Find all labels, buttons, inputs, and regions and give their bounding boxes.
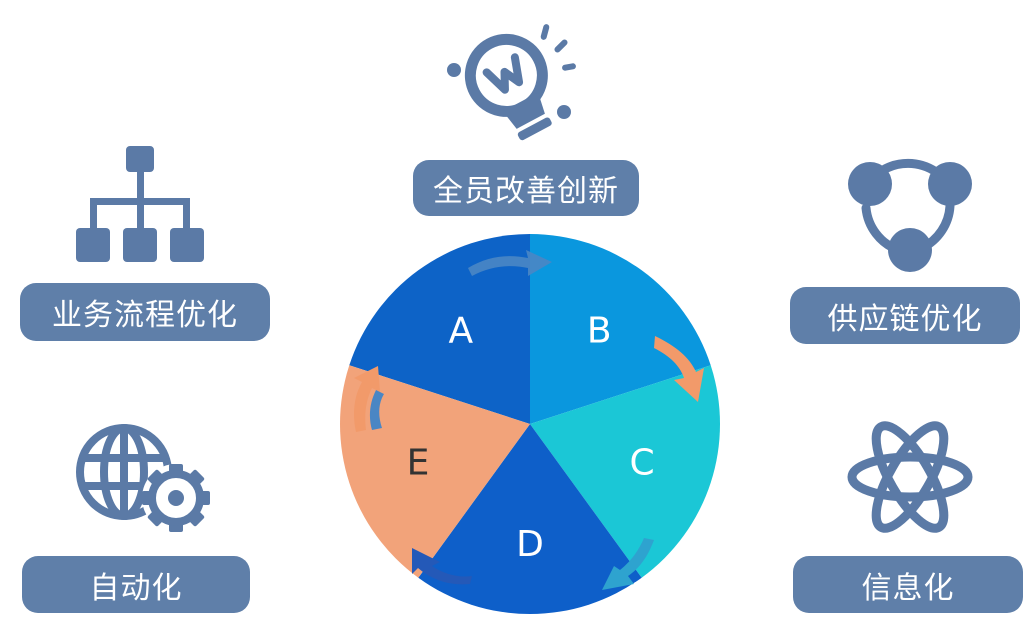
cycle-arrow bbox=[354, 366, 380, 432]
cycle-arrow bbox=[412, 548, 472, 585]
right-top-label: 供应链优化 bbox=[790, 287, 1020, 344]
wheel-letters: A B C D E bbox=[407, 311, 655, 565]
wheel-segment-b bbox=[530, 234, 711, 424]
wheel-arrows bbox=[354, 250, 704, 590]
left-top-label: 业务流程优化 bbox=[20, 283, 270, 341]
cycle-arrow bbox=[602, 538, 654, 590]
right-bottom-label: 信息化 bbox=[793, 556, 1023, 613]
top-label: 全员改善创新 bbox=[413, 160, 639, 216]
cycle-arrow bbox=[468, 250, 552, 276]
wheel-segment-a bbox=[349, 234, 530, 424]
share-nodes-icon bbox=[848, 158, 972, 272]
wheel-letter-e: E bbox=[407, 442, 430, 483]
globe-gear-icon bbox=[76, 424, 210, 532]
cycle-arrow bbox=[654, 336, 704, 402]
wheel-letter-a: A bbox=[448, 311, 473, 352]
wheel-letter-d: D bbox=[516, 524, 544, 565]
wheel-segment-d bbox=[418, 424, 642, 615]
cycle-arrow bbox=[369, 390, 384, 430]
atom-icon bbox=[847, 421, 973, 533]
wheel-segments bbox=[339, 234, 720, 615]
lightbulb-icon bbox=[447, 24, 576, 141]
wheel-letter-c: C bbox=[629, 442, 654, 483]
wheel-segment-e bbox=[339, 365, 530, 578]
org-chart-icon bbox=[76, 146, 204, 262]
wheel-letter-b: B bbox=[587, 311, 612, 352]
wheel-segment-c bbox=[530, 365, 720, 578]
left-bottom-label: 自动化 bbox=[22, 556, 250, 613]
